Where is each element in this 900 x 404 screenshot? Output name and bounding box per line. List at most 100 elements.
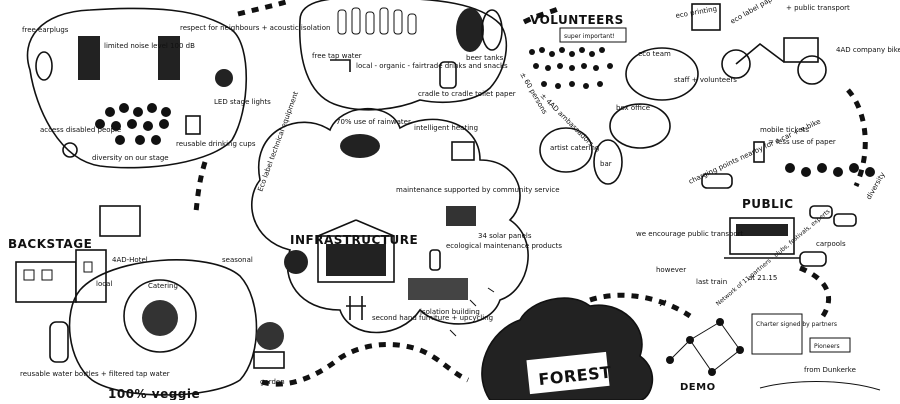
garden-label: garden (260, 378, 285, 386)
from-label: from Dunkerke (804, 366, 856, 374)
beer-tank-icon (481, 9, 503, 51)
catering-label: Catering (148, 282, 178, 290)
toilet-paper-icon (439, 61, 457, 89)
seasonal-label: seasonal (222, 256, 253, 264)
volunteers-cluster: VOLUNTEERS super important! ± 60 persons… (518, 13, 737, 185)
led-light-icon (215, 69, 233, 87)
rainwater-label: 70% use of rainwater (336, 118, 411, 126)
catering-blob-outline (68, 259, 258, 396)
infrastructure-cluster: INFRASTRUCTURE Eco label technical equip… (251, 90, 562, 334)
local-label: local (96, 280, 112, 288)
bunk-bed-icon (99, 205, 141, 237)
forest-tree-canopy (481, 297, 654, 401)
eco-label-paper-label: eco label paper (729, 0, 780, 26)
e-car-icon (701, 173, 733, 189)
staff-volunteers-label: staff + volunteers (674, 76, 737, 84)
dashed-path-public-bottom (799, 265, 832, 322)
public-title: PUBLIC (742, 197, 794, 211)
volunteers-title: VOLUNTEERS (530, 13, 624, 27)
garden-tree-icon (256, 322, 284, 350)
time-label: at 21.15 (748, 274, 777, 282)
however-label: however (656, 266, 686, 274)
carpool-car-icon (809, 205, 833, 219)
free-tap-water-label: free tap water (312, 52, 362, 60)
charter-label: Charter signed by partners (756, 321, 837, 328)
backstage-title: BACKSTAGE (8, 237, 92, 251)
veggie-label: 100% veggie (108, 387, 200, 400)
noise-level-label: limited noise level 100 dB (104, 42, 195, 50)
eco-team-label: eco team (638, 50, 671, 58)
volunteer-crowd-icon (529, 47, 613, 89)
charter-box (751, 313, 803, 355)
tap-icon (330, 59, 351, 72)
last-train-label: last train (696, 278, 727, 286)
diversity-stage-label: diversity on our stage (92, 154, 169, 162)
pioneers-label: Pioneers (814, 343, 840, 350)
second-hand-label: second hand furniture + upcycling (372, 314, 493, 322)
water-bottles-label: reusable water bottles + filtered tap wa… (20, 370, 170, 378)
map-outline (759, 381, 881, 391)
eco-team-blob (625, 47, 699, 101)
forest-label-bg (526, 351, 610, 395)
ambassadors-label: ± 4AD ambassadors (539, 92, 596, 149)
reusable-cups-label: reusable drinking cups (176, 140, 256, 148)
garden-box-icon (253, 351, 285, 369)
bar-blob-outline (298, 0, 508, 111)
box-office-blob (609, 103, 671, 149)
stage-blob-outline (26, 7, 248, 169)
super-important-label: super important! (564, 33, 615, 40)
stage-cluster: free earplugs limited noise level 100 dB… (22, 7, 330, 169)
mobile-tickets-label: mobile tickets (760, 126, 809, 134)
earplug-icon (35, 51, 53, 81)
local-drinks-label: local - organic - fairtrade drinks and s… (356, 62, 508, 70)
respect-neighbours-label: respect for neighbours + acoustic isolat… (180, 24, 330, 32)
isolation-building-label: isolation building (420, 308, 480, 316)
car-icon (799, 251, 827, 267)
train-icon (724, 217, 800, 259)
cargo-bike-icon (721, 37, 827, 85)
hotel-icon (15, 249, 107, 303)
cleaning-product-icon (429, 249, 441, 271)
led-lights-label: LED stage lights (214, 98, 271, 106)
tree-icon (284, 250, 308, 274)
cradle-paper-label: cradle to cradle toilet paper (418, 90, 516, 98)
dashed-path-public-right (846, 88, 868, 188)
beer-tank-icon (456, 8, 484, 52)
artist-catering-label: artist catering (550, 144, 599, 152)
public-transport-top-label: + public transport (786, 4, 850, 12)
encourage-label: we encourage public transport (636, 230, 744, 238)
pioneers-box (809, 337, 851, 353)
crowd-icon (95, 103, 171, 145)
dashed-path-stage-to-backstage (193, 161, 208, 213)
public-crowd-icon (785, 163, 875, 177)
charging-points-label: charging points nearby for e-car + e-bik… (687, 117, 821, 185)
bar-cluster: free tap water local - organic - fairtra… (298, 0, 516, 111)
hotel-label: 4AD-Hotel (112, 256, 148, 264)
carpool-car-icon (833, 213, 857, 227)
intelligent-heating-label: intelligent heating (414, 124, 478, 132)
chair-icon (346, 296, 366, 320)
radiator-icon (451, 141, 475, 161)
box-office-label: box office (616, 104, 650, 112)
beer-tanks-label: beer tanks (466, 54, 504, 62)
cloud-icon (340, 134, 380, 158)
cup-icon (185, 115, 201, 135)
ecological-products-label: ecological maintenance products (446, 242, 562, 250)
infrastructure-blob-outline (251, 107, 529, 334)
public-cluster: eco printing eco label paper + public tr… (636, 0, 900, 286)
wheelchair-icon (62, 142, 78, 158)
maintenance-label: maintenance supported by community servi… (396, 186, 560, 194)
artist-catering-blob (539, 127, 593, 173)
solar-panels-label: 34 solar panels (478, 232, 532, 240)
printer-icon (691, 3, 721, 31)
bottles-icon (337, 7, 417, 35)
speaker-icon (158, 36, 180, 80)
falling-leaves-icon (449, 287, 667, 337)
bar-blob (593, 139, 623, 185)
speaker-icon (78, 36, 100, 80)
phone-icon (753, 141, 765, 163)
dashed-path-backstage-forest (261, 341, 470, 387)
volunteer-bar-label: bar (600, 160, 612, 168)
